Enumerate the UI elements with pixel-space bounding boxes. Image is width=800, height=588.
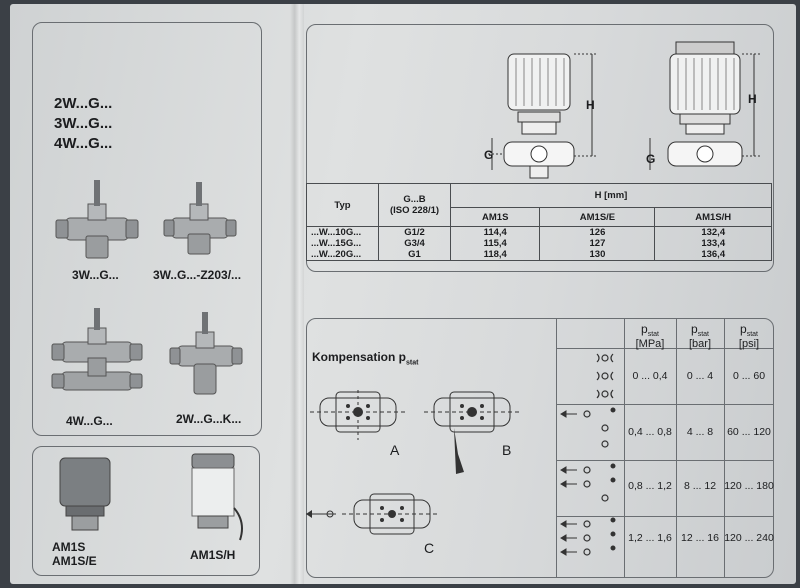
dimension-drawing-1 [488,53,598,179]
cell-am1s: 114,4 [449,226,541,238]
pressure-mpa-row2: 0,4 ... 0,8 [628,426,672,438]
cell-type: ...W...10G... [306,226,379,238]
pressure-header-bar: pstat [bar] [676,322,724,350]
label-g-1: G [484,148,494,162]
header-p-sub: stat [647,331,659,339]
pressure-psi-row2: 60 ... 120 [727,426,771,438]
header-p-sub: stat [746,331,758,339]
actuator-am1sh-illustration [191,453,243,541]
header-p: p [740,322,747,336]
pressure-col-divider [624,318,625,578]
pressure-row-divider [556,460,774,461]
compensation-figure-a [310,390,406,440]
page-fold [290,4,304,584]
cell-am1se: 130 [539,249,656,261]
pressure-col-divider [676,318,677,578]
compensation-symbols [560,353,616,556]
subheader-am1se: AM1S/E [539,207,656,227]
header-p: p [641,322,648,336]
valve-4w-illustration [51,308,143,391]
cell-am1s: 118,4 [449,249,541,261]
model-3w: 3W...G... [54,115,113,132]
dimensions-table: Typ G...B (ISO 228/1) H [mm] AM1S AM1S/E… [306,183,772,261]
pressure-psi-row3: 120 ... 180 [724,480,774,492]
caption-am1se: AM1S/E [52,554,97,568]
caption-valve-3w: 3W...G... [72,268,119,282]
header-unit: [bar] [688,338,711,351]
pressure-header-psi: pstat [psi] [724,322,774,350]
pressure-mpa-row1: 0 ... 0,4 [632,370,668,382]
pressure-row-divider [556,404,774,405]
header-gb-line2: (ISO 228/1) [389,205,440,216]
cell-am1se: 127 [539,238,656,249]
header-unit: [psi] [738,338,760,351]
pressure-header-divider [556,348,774,349]
header-h-mm: H [mm] [450,183,772,208]
header-p: p [691,322,698,336]
actuator-am1s-illustration [59,457,111,531]
caption-valve-3w-z203: 3W..G...-Z203/... [153,268,242,282]
compensation-figure-b [424,391,520,474]
table-row: ...W...10G... G1/2 114,4 126 132,4 [306,226,772,238]
model-2w: 2W...G... [54,95,113,112]
label-height-2: H [748,92,757,106]
cell-am1sh: 132,4 [654,226,772,238]
figure-label-c: C [424,540,435,556]
caption-am1s: AM1S [52,540,86,554]
cell-type: ...W...15G... [306,238,379,249]
pressure-bar-row3: 8 ... 12 [683,480,717,492]
cell-am1s: 115,4 [449,238,541,249]
caption-valve-2w-k: 2W...G...K... [176,412,242,426]
cell-am1se: 126 [539,226,656,238]
label-g-2: G [646,152,656,166]
label-height-1: H [586,98,595,112]
datasheet-page [10,4,796,584]
pressure-header-mpa: pstat [MPa] [624,322,676,350]
cell-am1sh: 136,4 [654,249,772,261]
cell-am1sh: 133,4 [654,238,772,249]
pressure-mpa-row3: 0,8 ... 1,2 [628,480,672,492]
pressure-bar-row4: 12 ... 16 [681,532,719,544]
caption-actuator-am1s: AM1S AM1S/E [52,540,97,568]
pressure-mpa-row4: 1,2 ... 1,6 [628,532,672,544]
pressure-col-divider [724,318,725,578]
header-type: Typ [306,183,379,227]
pressure-row-divider [556,516,774,517]
header-unit: [MPa] [635,338,665,351]
header-gb-line1: G...B [403,194,426,205]
pressure-psi-row1: 0 ... 60 [732,370,766,382]
cell-gb: G3/4 [378,238,451,249]
compensation-title-sub: stat [406,359,419,367]
subheader-am1s: AM1S [449,207,541,227]
subheader-am1sh: AM1S/H [654,207,772,227]
cell-gb: G1 [378,249,451,261]
cell-gb: G1/2 [378,226,451,238]
cell-type: ...W...20G... [306,249,379,261]
product-panel [32,22,262,436]
actuator-panel [32,446,260,576]
figure-label-b: B [502,442,512,458]
compensation-title: Kompensation pstat [312,350,418,366]
model-list: 2W...G... 3W...G... 4W...G... [54,94,112,154]
model-4w: 4W...G... [54,135,113,152]
dimensions-panel [306,24,774,272]
compensation-figure-c [306,493,438,535]
pressure-psi-row4: 120 ... 240 [724,532,774,544]
header-p-sub: stat [697,331,709,339]
pressure-bar-row1: 0 ... 4 [686,370,714,382]
caption-valve-4w: 4W...G... [66,414,113,428]
valve-2w-k-illustration [169,312,243,395]
table-row: ...W...20G... G1 118,4 130 136,4 [306,249,772,261]
pressure-bar-row2: 4 ... 8 [686,426,714,438]
compensation-panel [306,318,774,578]
dimension-drawing-2 [649,41,762,170]
valve-3w-illustration [55,180,139,259]
valve-3w-z203-illustration [163,182,237,255]
figure-label-a: A [390,442,400,458]
table-row: ...W...15G... G3/4 115,4 127 133,4 [306,238,772,249]
caption-actuator-am1sh: AM1S/H [190,548,236,562]
compensation-title-text: Kompensation p [312,350,407,364]
pressure-table [556,318,774,578]
header-gb: G...B (ISO 228/1) [378,183,451,227]
